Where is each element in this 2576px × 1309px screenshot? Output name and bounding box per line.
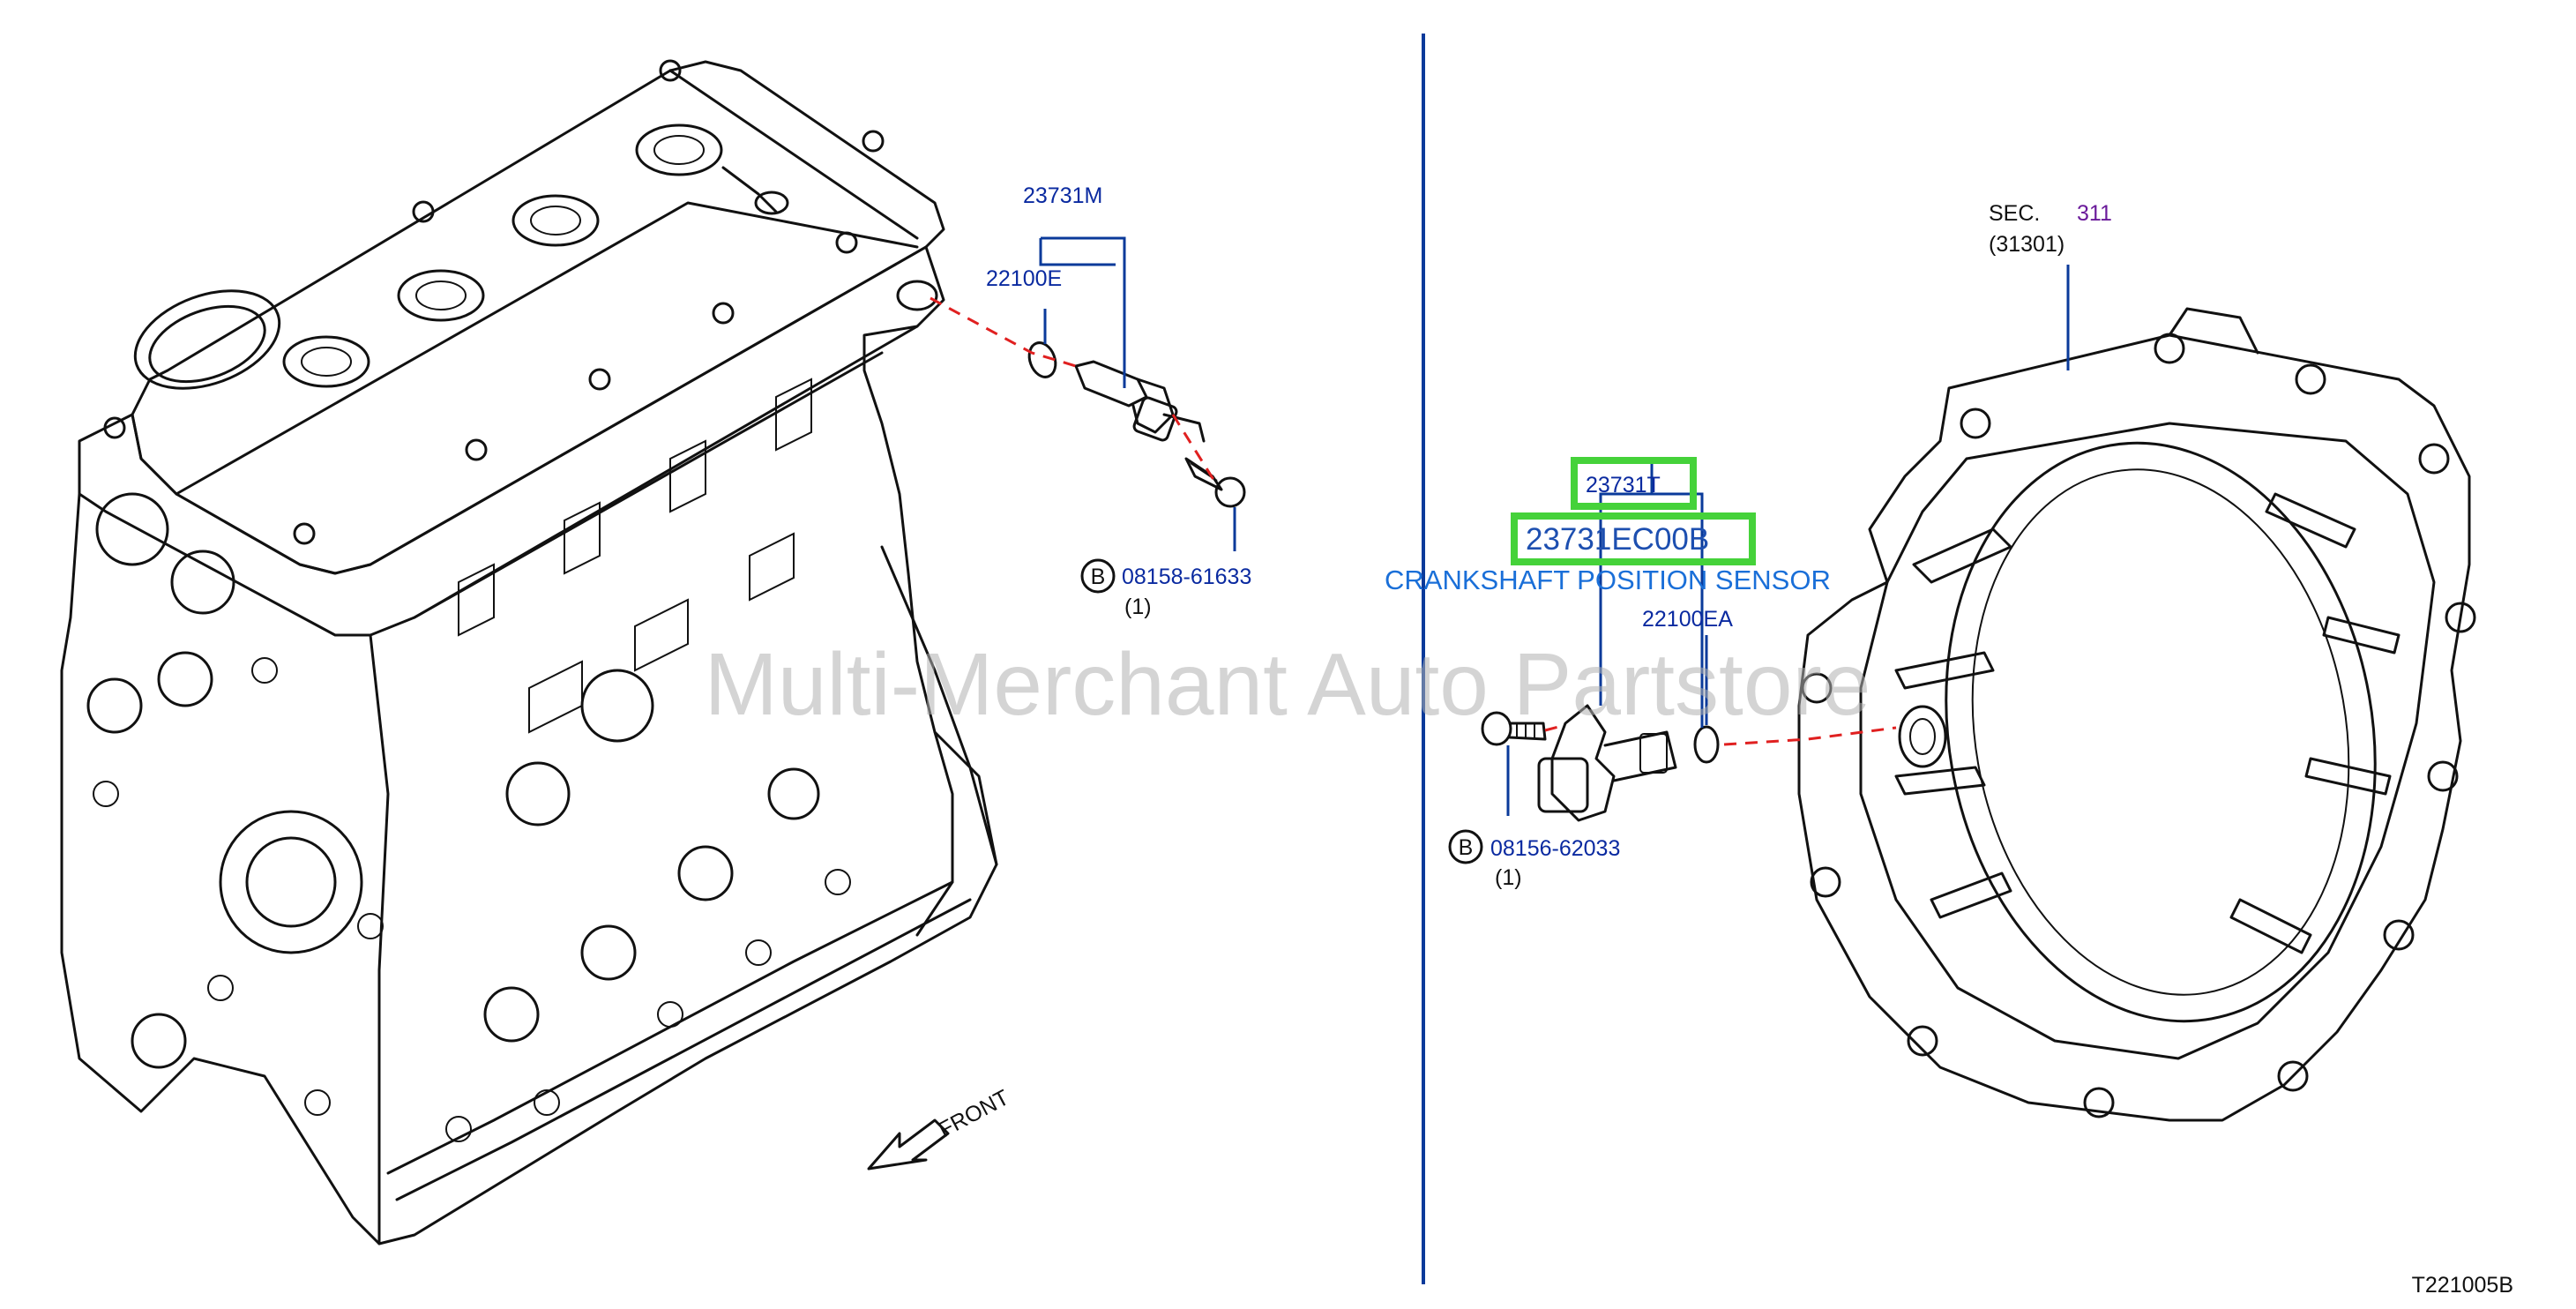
front-arrow [867,1118,950,1171]
bolt-illustration-left [1184,457,1246,508]
label-front: FRONT [935,1085,1013,1142]
bolt-badge-left: B [1080,558,1116,594]
label-08158-61633[interactable]: 08158-61633 [1122,565,1251,589]
label-sec-311[interactable]: 311 [2077,201,2112,226]
bolt-badge-right: B [1448,829,1483,864]
label-23731EC00B[interactable]: 23731EC00B [1526,522,1709,557]
label-22100E[interactable]: 22100E [986,266,1062,291]
label-23731T[interactable]: 23731T [1586,473,1661,497]
leader-23731T [1599,460,1704,728]
crankshaft-sensor-illustration [1537,704,1720,822]
highlight-box-23731T [1571,457,1697,510]
label-crankshaft-position-sensor: CRANKSHAFT POSITION SENSOR [1385,565,1831,595]
label-23731M[interactable]: 23731M [1023,183,1102,208]
bolt-illustration-right [1481,711,1547,746]
label-sec-ref: (31301) [1989,232,2065,257]
leader-23731M [1039,236,1126,388]
diagram-code: T221005B [2412,1273,2513,1298]
engine-block-illustration [60,59,998,1245]
label-sec-prefix: SEC. [1989,201,2040,226]
label-right-bolt-qty: (1) [1495,865,1522,890]
label-left-bolt-qty: (1) [1124,595,1152,619]
svg-text:B: B [1091,565,1106,589]
label-22100EA[interactable]: 22100EA [1642,607,1733,632]
watermark: Multi-Merchant Auto Partstore [705,635,1871,734]
camshaft-sensor-illustration [1027,341,1206,443]
left-install-axis [930,296,1219,486]
right-install-axis [1544,723,1897,746]
svg-text:B: B [1459,835,1474,860]
bell-housing-illustration [1797,307,2476,1122]
highlight-box-oem [1511,512,1756,565]
label-08156-62033[interactable]: 08156-62033 [1490,836,1620,861]
